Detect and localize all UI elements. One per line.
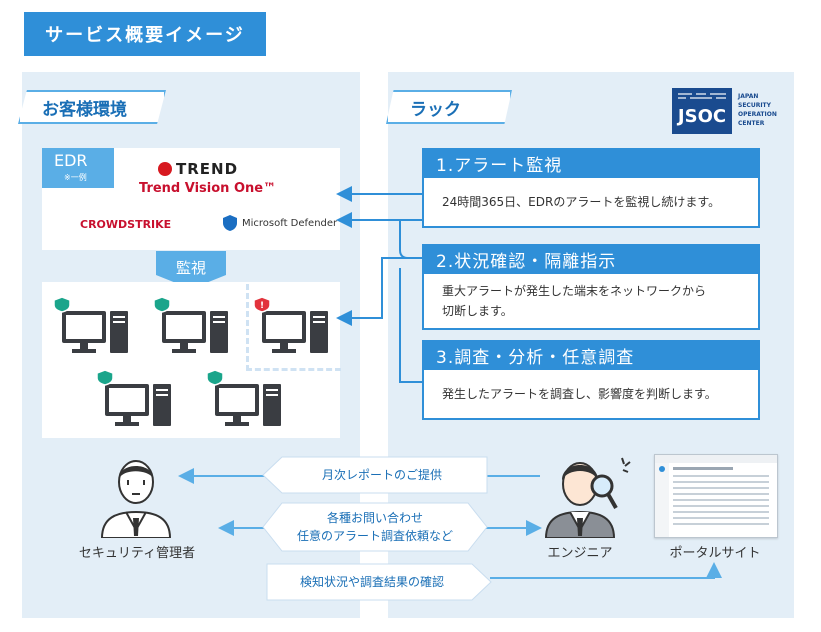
microsoft-defender: Microsoft Defender [242,217,338,229]
pc-2 [152,296,236,361]
security-admin-figure [96,452,176,542]
monitor-arrow: 監視 [150,251,232,291]
trend-logo: TREND [158,160,238,178]
jsoc-caption-line1: JAPAN [738,93,759,100]
trend-ball-icon [158,162,172,176]
jsoc-caption-line3: OPERATION [738,111,777,118]
svg-text:!: ! [260,301,264,311]
edr-tag: EDR ※一例 [42,148,114,188]
step-connector-arrows [336,186,422,383]
jsoc-logo: JSOC [672,88,732,134]
defender-shield-icon [223,215,237,231]
customer-panel-title: お客様環境 [18,90,166,124]
step-1-title: 1.アラート監視 [422,148,760,178]
pc-5 [205,369,289,434]
engineer-label: エンジニア [547,546,613,561]
step-1-body: 24時間365日、EDRのアラートを監視し続けます。 [422,178,760,228]
jsoc-logo-text: JSOC [677,106,727,127]
inquiry-line2: 任意のアラート調査依頼など [296,529,453,543]
trend-brand: TREND [176,160,239,178]
security-admin-label: セキュリティ管理者 [78,546,196,561]
trend-product: Trend Vision One™ [139,181,277,196]
monthly-report-label: 月次レポートのご提供 [321,468,442,482]
step-3-body: 発生したアラートを調査し、影響度を判断します。 [422,370,760,420]
left-arrow-shape [262,456,488,494]
computer-icon [206,369,281,426]
step-2-body: 重大アラートが発生した端末をネットワークから 切断します。 [422,274,760,330]
engineer-person-icon [544,457,631,539]
lac-panel-title: ラック [386,90,512,124]
computer-icon [53,296,128,353]
pc-4 [95,369,179,434]
isolation-border [246,284,341,371]
pc-1 [52,296,136,361]
portal-screen-mock [655,455,777,537]
edr-label: EDR [54,151,88,170]
inquiry-text: 各種お問い合わせ 任意のアラート調査依頼など [262,509,488,545]
engineer-figure [538,452,638,542]
inquiry-arrow: 各種お問い合わせ 任意のアラート調査依頼など [262,502,488,552]
monitor-label: 監視 [175,259,206,277]
endpoints-box [42,282,340,438]
alert-computer-icon: ! [253,296,328,353]
step-3-title: 3.調査・分析・任意調査 [422,340,760,370]
jsoc-caption: JAPAN SECURITY OPERATION CENTER [738,92,777,128]
inquiry-line1: 各種お問い合わせ [326,511,423,525]
confirm-arrow: 検知状況や調査結果の確認 [266,563,492,601]
computer-icon [96,369,171,426]
jsoc-caption-line4: CENTER [738,120,765,127]
step-2-title: 2.状況確認・隔離指示 [422,244,760,274]
jsoc-logo-mark [672,88,732,134]
jsoc-caption-line2: SECURITY [738,102,771,109]
portal-label: ポータルサイト [669,546,761,561]
right-arrow-shape [266,563,492,601]
portal-screenshot [654,454,778,538]
pc-3-alert: ! [252,296,336,361]
monitor-arrow-shape [156,251,226,289]
monthly-report-arrow: 月次レポートのご提供 [262,456,488,494]
double-arrow-shape [262,502,488,552]
page-title: サービス概要イメージ [24,12,266,56]
edr-note: ※一例 [64,173,87,182]
step-2-body-line2: 切断します。 [442,304,513,318]
crowdstrike-logo: CROWDSTRIKE [80,218,172,231]
step-2-body-line1: 重大アラートが発生した端末をネットワークから [442,284,707,298]
admin-person-icon [100,460,172,539]
microsoft-logo: Microsoft Defender [222,214,337,232]
confirm-label: 検知状況や調査結果の確認 [299,575,444,589]
computer-icon [153,296,228,353]
